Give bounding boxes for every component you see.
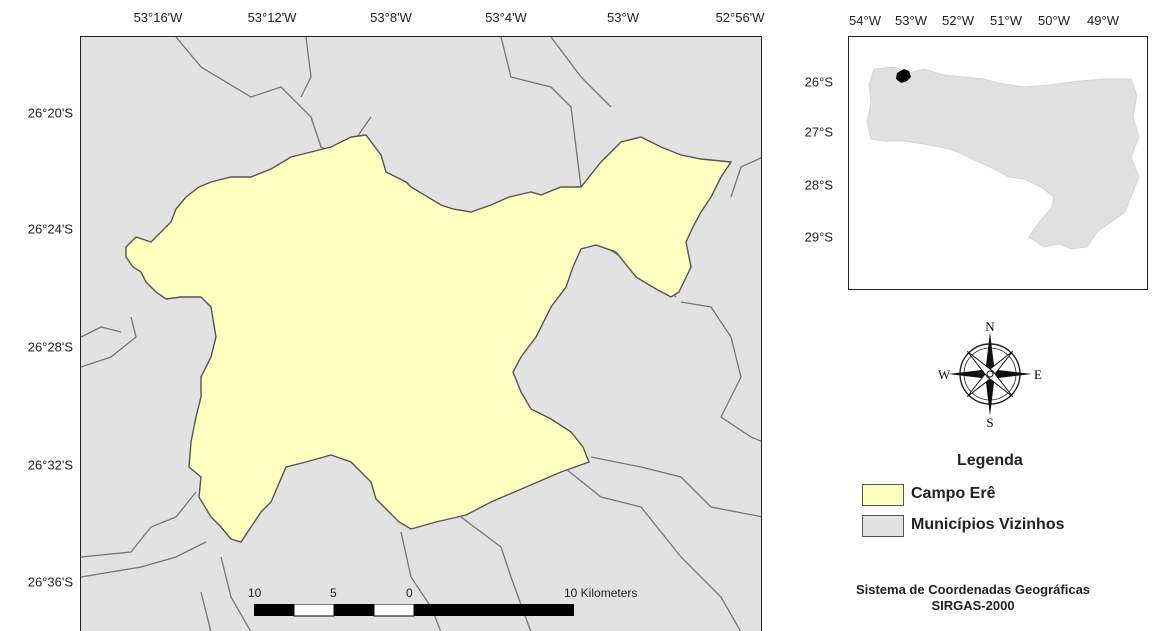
legend-title: Legenda [957, 452, 1023, 469]
left-tick-label: 26°32'S [27, 457, 73, 473]
inset-top-tick: 54°W [849, 13, 881, 28]
top-tick-label: 53°4'W [485, 10, 527, 25]
main-map-svg [81, 37, 761, 631]
inset-top-tick: 53°W [895, 13, 927, 28]
scale-bar-graphic [254, 604, 574, 617]
scale-label: 5 [330, 586, 337, 600]
top-tick-label: 53°8'W [370, 10, 412, 25]
scale-label: 10 Kilometers [564, 586, 638, 600]
scale-label: 10 [248, 586, 262, 600]
compass-rose-icon: N S W E [938, 319, 1042, 430]
campo-ere-highlight [896, 69, 911, 83]
left-tick-label: 26°36'S [27, 574, 73, 590]
main-map[interactable] [80, 36, 762, 631]
legend-swatch-vizinhos [862, 515, 904, 537]
left-tick-label: 26°24'S [27, 221, 73, 237]
crs-line1: Sistema de Coordenadas Geográficas [855, 582, 1091, 597]
legend-swatch-campo-ere [862, 484, 904, 506]
crs-line2: SIRGAS-2000 [931, 598, 1015, 613]
compass-s: S [986, 415, 993, 430]
santa-catarina-state [866, 66, 1140, 250]
scale-label: 0 [406, 586, 413, 600]
inset-top-tick: 51°W [990, 13, 1022, 28]
top-tick-label: 52°56'W [715, 10, 765, 25]
top-tick-label: 53°12'W [247, 10, 297, 25]
inset-left-tick: 29°S [804, 229, 833, 245]
campo-ere-area[interactable] [125, 134, 733, 543]
inset-map[interactable] [848, 36, 1148, 290]
inset-top-tick: 52°W [942, 13, 974, 28]
legend-label-campo-ere: Campo Erê [911, 485, 996, 502]
inset-top-tick: 49°W [1087, 13, 1119, 28]
north-arrow: N S W E [935, 318, 1045, 430]
compass-w: W [938, 367, 951, 382]
inset-left-tick: 26°S [804, 74, 833, 90]
compass-e: E [1034, 367, 1042, 382]
compass-n: N [985, 319, 995, 334]
top-tick-label: 53°16'W [133, 10, 183, 25]
inset-map-svg [866, 66, 1140, 250]
inset-top-tick: 50°W [1038, 13, 1070, 28]
left-tick-label: 26°28'S [27, 339, 73, 355]
inset-left-tick: 28°S [804, 177, 833, 193]
legend-label-vizinhos: Municípios Vizinhos [911, 516, 1065, 533]
left-tick-label: 26°20'S [27, 105, 73, 121]
top-tick-label: 53°W [607, 10, 639, 25]
inset-left-tick: 27°S [804, 124, 833, 140]
